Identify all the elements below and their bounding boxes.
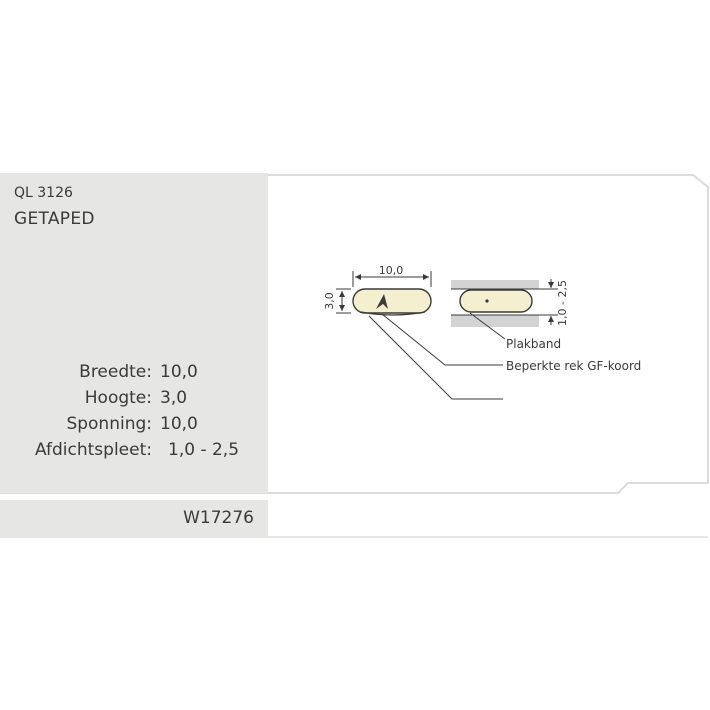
- profile-diagram: 10,0 3,0 1,0 - 2,5 P: [323, 264, 641, 400]
- width-dim-label: 10,0: [379, 264, 404, 277]
- spec-label: Breedte:: [79, 362, 152, 382]
- product-card: QL 3126 GETAPED Breedte: 10,0 Hoogte: 3,…: [0, 173, 710, 538]
- spec-label: Sponning:: [66, 414, 152, 434]
- profile-cross-section: [352, 288, 432, 316]
- spec-row-width: Breedte: 10,0: [0, 359, 268, 385]
- spec-value: 3,0: [160, 388, 188, 408]
- product-code: QL 3126: [14, 185, 73, 201]
- gap-dim-label: 1,0 - 2,5: [556, 280, 569, 326]
- callout-cord-label: Beperkte rek GF-koord: [506, 359, 641, 373]
- leader-line: [368, 315, 503, 400]
- spec-row-height: Hoogte: 3,0: [0, 385, 268, 411]
- callout-cord: Beperkte rek GF-koord: [381, 313, 641, 373]
- callout-tape-label: Plakband: [506, 337, 561, 351]
- article-number: W17276: [183, 508, 254, 528]
- installed-profile-body: [459, 289, 533, 313]
- profile-body: [352, 288, 432, 314]
- spec-list: Breedte: 10,0 Hoogte: 3,0 Sponning: 10,0…: [0, 359, 268, 463]
- cord-marker: [376, 294, 388, 309]
- profile-installed: [451, 280, 539, 327]
- spec-row-rebate: Sponning: 10,0: [0, 411, 268, 437]
- gap-dimension: 1,0 - 2,5: [539, 279, 569, 326]
- spec-value: 10,0: [160, 362, 198, 382]
- spec-value: 1,0 - 2,5: [168, 440, 240, 460]
- width-dimension: 10,0: [352, 264, 432, 287]
- spec-value: 10,0: [160, 414, 198, 434]
- card-frame: [0, 174, 709, 538]
- spec-panel: QL 3126 GETAPED Breedte: 10,0 Hoogte: 3,…: [0, 173, 268, 493]
- spec-row-gap: Afdichtspleet: 1,0 - 2,5: [0, 437, 268, 463]
- spec-label: Hoogte:: [84, 388, 152, 408]
- height-dim-label: 3,0: [323, 292, 336, 310]
- footer-strip: W17276: [0, 500, 268, 538]
- height-dimension: 3,0: [323, 288, 351, 314]
- callout-tape: Plakband: [469, 312, 561, 351]
- product-title: GETAPED: [14, 209, 95, 229]
- spec-label: Afdichtspleet:: [35, 440, 152, 460]
